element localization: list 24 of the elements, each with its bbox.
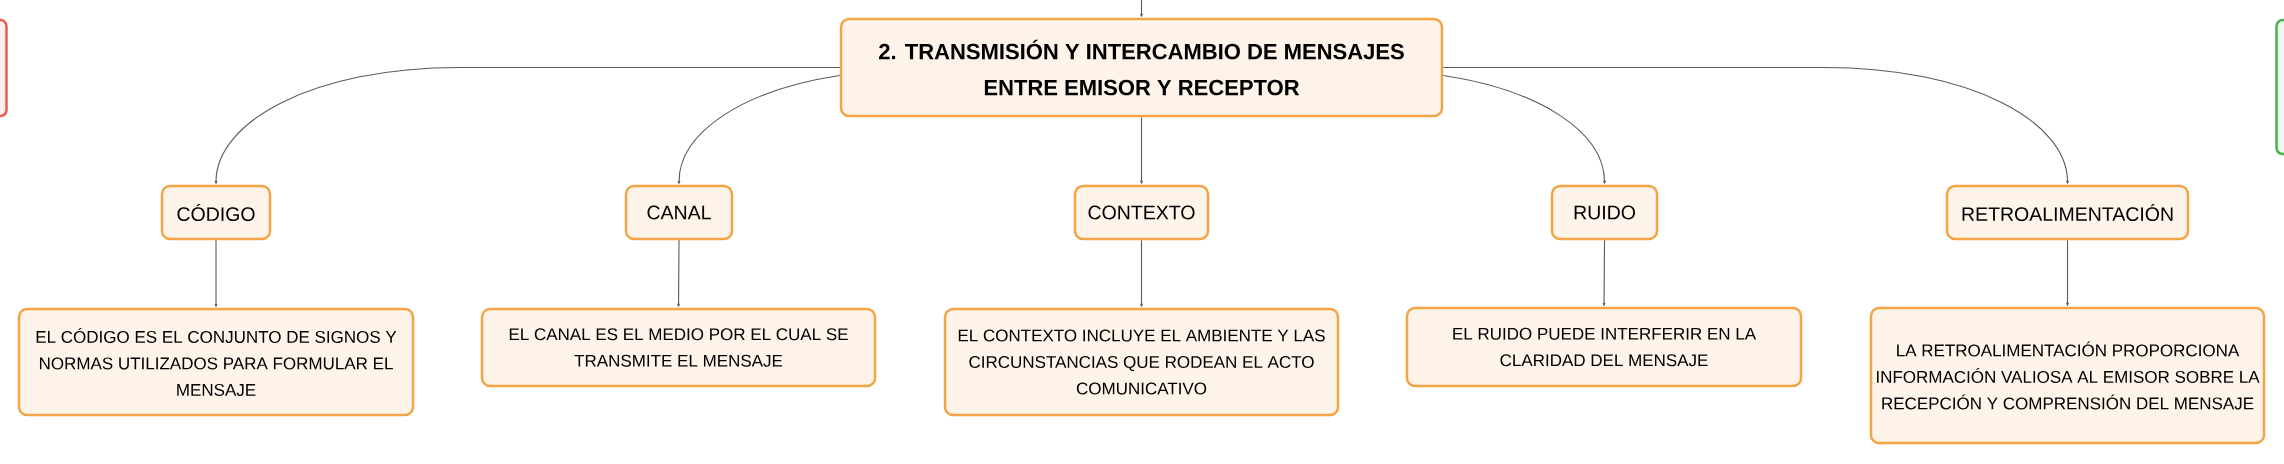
connector-arrow xyxy=(677,239,680,308)
concept-box: RETROALIMENTACIÓN xyxy=(1945,184,2190,241)
concept-box: RUIDO xyxy=(1550,184,1659,241)
connector-arrow xyxy=(1140,116,1143,185)
description-box: EL CONTEXTO INCLUYE EL AMBIENTE Y LAS CIRCUNSTANCIAS QUE RODEAN EL ACTO COMUNICATIVO xyxy=(943,307,1340,417)
connector-arrow xyxy=(1602,239,1606,307)
connector-arrow xyxy=(1140,239,1143,308)
topic-box: 2. TRANSMISIÓN Y INTERCAMBIO DE MENSAJES ENTRE EMISOR Y RECEPTOR xyxy=(839,17,1444,118)
connector-arrow xyxy=(2066,239,2069,307)
cropped-box xyxy=(0,18,8,118)
description-box: LA RETROALIMENTACIÓN PROPORCIONA INFORMACIÓN VALIOSA AL EMISOR SOBRE LA RECEPCIÓN Y COMPRENSIÓN DEL MENSAJE xyxy=(1869,306,2266,445)
connector-arrow xyxy=(214,239,218,308)
connector-arrow xyxy=(1442,66,2069,185)
connector-arrow xyxy=(1442,74,1606,185)
concept-box: CÓDIGO xyxy=(160,184,272,241)
cropped-box xyxy=(2275,18,2284,156)
description-box: EL RUIDO PUEDE INTERFERIR EN LA CLARIDAD DEL MENSAJE xyxy=(1405,306,1803,388)
connector-arrow xyxy=(214,66,841,185)
connector-arrow xyxy=(677,74,841,185)
connector-arrow xyxy=(1140,0,1143,18)
concept-box: CONTEXTO xyxy=(1073,184,1210,241)
concept-box: CANAL xyxy=(624,184,734,241)
description-box: EL CÓDIGO ES EL CONJUNTO DE SIGNOS Y NORMAS UTILIZADOS PARA FORMULAR EL MENSAJE xyxy=(17,307,415,417)
description-box: EL CANAL ES EL MEDIO POR EL CUAL SE TRANSMITE EL MENSAJE xyxy=(480,307,877,388)
